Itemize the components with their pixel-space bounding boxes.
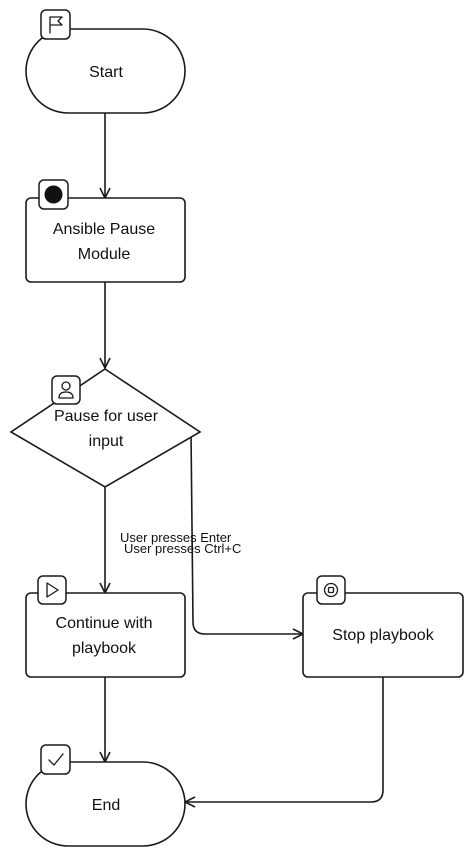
node-pause-decision[interactable]: Pause for user input xyxy=(9,368,202,488)
edge-label-ctrl-c: User presses Ctrl+C xyxy=(124,541,241,556)
continue-label-line1: Continue with xyxy=(56,615,153,632)
end-shape xyxy=(25,761,186,847)
continue-label-line2: playbook xyxy=(72,640,137,657)
pause-module-shape xyxy=(25,197,186,283)
edges xyxy=(105,113,384,802)
node-continue-playbook[interactable]: Continue with playbook xyxy=(25,575,186,678)
edge-label-enter: User presses Enter xyxy=(120,530,232,545)
end-label: End xyxy=(92,797,120,814)
play-icon xyxy=(37,575,67,605)
node-start[interactable]: Start xyxy=(25,9,186,114)
pause-module-label-line1: Ansible Pause xyxy=(53,221,155,238)
check-icon xyxy=(40,744,71,775)
ansible-logo-icon xyxy=(38,179,69,210)
pause-decision-shape xyxy=(9,368,202,488)
start-label: Start xyxy=(89,64,123,81)
start-shape xyxy=(25,28,186,114)
continue-shape xyxy=(25,592,186,678)
stop-label: Stop playbook xyxy=(332,627,434,644)
flag-icon xyxy=(40,9,71,40)
pause-decision-label-line2: input xyxy=(89,433,124,450)
edge-stop-to-end xyxy=(185,677,384,802)
node-ansible-pause-module[interactable]: Ansible Pause Module xyxy=(25,179,186,283)
pause-module-label-line2: Module xyxy=(78,246,131,263)
stop-shape xyxy=(302,592,464,678)
node-stop-playbook[interactable]: Stop playbook xyxy=(302,575,464,678)
stop-icon xyxy=(316,575,346,605)
user-icon xyxy=(51,375,81,405)
pause-decision-label-line1: Pause for user xyxy=(54,408,159,425)
edge-decision-to-stop xyxy=(190,431,303,634)
node-end[interactable]: End xyxy=(25,744,186,847)
